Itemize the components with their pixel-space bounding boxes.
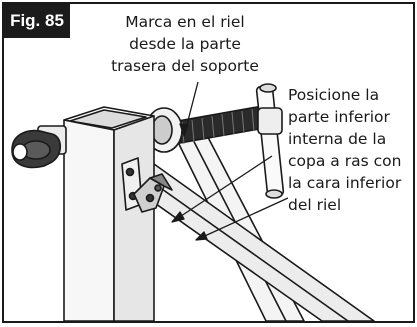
callout-leaders [171,81,289,241]
figure-85: Fig. 85 Marca en el riel desde la parte … [2,2,415,323]
callout-line: del riel [288,196,342,214]
callout-line: interna de la [288,130,387,148]
callout-line: Posicione la [288,86,380,104]
callout-line: Marca en el riel [125,13,245,31]
rail-mark-callout: Marca en el riel desde la parte trasera … [104,11,266,77]
rail-cup-bracket [121,157,173,213]
callout-line: desde la parte [129,35,241,53]
cup-position-callout: Posicione la parte inferior interna de l… [288,84,413,216]
threaded-clamp-rod [145,83,285,199]
figure-label: Fig. 85 [4,4,70,38]
side-adjustment-knob [11,125,67,169]
callout-line: trasera del soporte [111,57,259,75]
callout-line: parte inferior [288,108,390,126]
callout-line: copa a ras con [288,152,402,170]
callout-line: la cara inferior [288,174,402,192]
square-post [63,106,155,321]
equipment-illustration [11,81,375,321]
